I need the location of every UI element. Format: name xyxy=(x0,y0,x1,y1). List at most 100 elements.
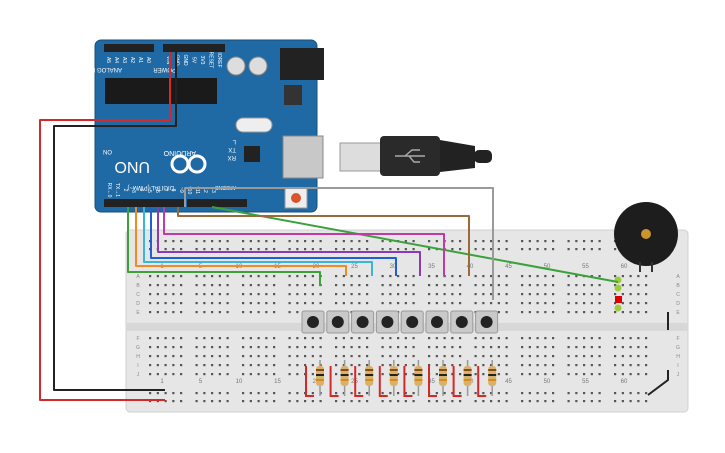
terminal-hole[interactable] xyxy=(621,302,624,305)
terminal-hole[interactable] xyxy=(521,355,524,358)
resistor-ground-wire[interactable] xyxy=(452,366,462,397)
terminal-hole[interactable] xyxy=(575,293,578,296)
terminal-hole[interactable] xyxy=(505,346,508,349)
power-rail-hole[interactable] xyxy=(335,400,338,403)
terminal-hole[interactable] xyxy=(521,337,524,340)
terminal-hole[interactable] xyxy=(226,275,229,278)
terminal-hole[interactable] xyxy=(242,275,245,278)
terminal-hole[interactable] xyxy=(288,311,291,314)
terminal-hole[interactable] xyxy=(350,373,353,376)
terminal-hole[interactable] xyxy=(404,337,407,340)
terminal-hole[interactable] xyxy=(358,373,361,376)
terminal-hole[interactable] xyxy=(645,311,648,314)
power-rail-hole[interactable] xyxy=(521,240,524,243)
terminal-hole[interactable] xyxy=(335,337,338,340)
digital-header-high[interactable] xyxy=(187,199,247,207)
power-rail-hole[interactable] xyxy=(358,240,361,243)
power-rail-hole[interactable] xyxy=(218,392,221,395)
power-rail-hole[interactable] xyxy=(335,392,338,395)
terminal-hole[interactable] xyxy=(381,373,384,376)
power-rail-hole[interactable] xyxy=(304,240,307,243)
resistor-ground-wire[interactable] xyxy=(477,366,487,397)
terminal-hole[interactable] xyxy=(180,284,183,287)
terminal-hole[interactable] xyxy=(459,293,462,296)
terminal-hole[interactable] xyxy=(590,355,593,358)
resistor-ground-wire[interactable] xyxy=(378,366,388,397)
power-rail-hole[interactable] xyxy=(521,248,524,251)
terminal-hole[interactable] xyxy=(629,355,632,358)
terminal-hole[interactable] xyxy=(459,275,462,278)
analog-header[interactable] xyxy=(104,44,154,52)
power-rail-hole[interactable] xyxy=(552,400,555,403)
power-rail-hole[interactable] xyxy=(203,392,206,395)
terminal-hole[interactable] xyxy=(265,364,268,367)
terminal-hole[interactable] xyxy=(598,373,601,376)
power-rail-hole[interactable] xyxy=(195,392,198,395)
power-rail-hole[interactable] xyxy=(358,392,361,395)
terminal-hole[interactable] xyxy=(218,346,221,349)
power-rail-hole[interactable] xyxy=(211,400,214,403)
terminal-hole[interactable] xyxy=(544,373,547,376)
terminal-hole[interactable] xyxy=(629,275,632,278)
terminal-hole[interactable] xyxy=(342,293,345,296)
terminal-hole[interactable] xyxy=(358,293,361,296)
power-rail-hole[interactable] xyxy=(474,400,477,403)
terminal-hole[interactable] xyxy=(451,337,454,340)
terminal-hole[interactable] xyxy=(366,275,369,278)
terminal-hole[interactable] xyxy=(203,346,206,349)
terminal-hole[interactable] xyxy=(249,311,252,314)
terminal-hole[interactable] xyxy=(304,293,307,296)
power-rail-hole[interactable] xyxy=(311,248,314,251)
terminal-hole[interactable] xyxy=(203,275,206,278)
terminal-hole[interactable] xyxy=(583,302,586,305)
terminal-hole[interactable] xyxy=(435,293,438,296)
power-rail-hole[interactable] xyxy=(590,392,593,395)
terminal-hole[interactable] xyxy=(528,293,531,296)
power-rail-hole[interactable] xyxy=(164,400,167,403)
power-rail-hole[interactable] xyxy=(296,240,299,243)
terminal-hole[interactable] xyxy=(195,275,198,278)
terminal-hole[interactable] xyxy=(249,284,252,287)
wire-pin-brown[interactable] xyxy=(177,207,470,276)
power-rail-hole[interactable] xyxy=(304,248,307,251)
resistor-ground-wire[interactable] xyxy=(428,366,437,397)
terminal-hole[interactable] xyxy=(164,311,167,314)
terminal-hole[interactable] xyxy=(544,337,547,340)
terminal-hole[interactable] xyxy=(629,302,632,305)
terminal-hole[interactable] xyxy=(257,284,260,287)
terminal-hole[interactable] xyxy=(629,293,632,296)
power-rail-hole[interactable] xyxy=(257,248,260,251)
power-rail-hole[interactable] xyxy=(443,392,446,395)
power-rail-hole[interactable] xyxy=(536,400,539,403)
terminal-hole[interactable] xyxy=(544,275,547,278)
power-rail-hole[interactable] xyxy=(575,240,578,243)
terminal-hole[interactable] xyxy=(226,337,229,340)
power-rail-hole[interactable] xyxy=(211,248,214,251)
power-rail-hole[interactable] xyxy=(490,400,493,403)
terminal-hole[interactable] xyxy=(249,364,252,367)
terminal-hole[interactable] xyxy=(195,302,198,305)
power-rail-hole[interactable] xyxy=(598,240,601,243)
power-rail-hole[interactable] xyxy=(164,392,167,395)
power-rail-hole[interactable] xyxy=(350,400,353,403)
terminal-hole[interactable] xyxy=(521,346,524,349)
terminal-hole[interactable] xyxy=(575,355,578,358)
terminal-hole[interactable] xyxy=(536,373,539,376)
power-rail-hole[interactable] xyxy=(350,392,353,395)
terminal-hole[interactable] xyxy=(311,373,314,376)
power-rail-hole[interactable] xyxy=(381,240,384,243)
terminal-hole[interactable] xyxy=(590,284,593,287)
terminal-hole[interactable] xyxy=(226,355,229,358)
wire-gnd-black[interactable] xyxy=(53,52,177,391)
terminal-hole[interactable] xyxy=(583,293,586,296)
terminal-hole[interactable] xyxy=(203,337,206,340)
terminal-hole[interactable] xyxy=(366,355,369,358)
terminal-hole[interactable] xyxy=(404,293,407,296)
terminal-hole[interactable] xyxy=(528,275,531,278)
terminal-hole[interactable] xyxy=(265,355,268,358)
terminal-hole[interactable] xyxy=(552,302,555,305)
terminal-hole[interactable] xyxy=(412,284,415,287)
power-rail-hole[interactable] xyxy=(590,400,593,403)
terminal-hole[interactable] xyxy=(335,293,338,296)
terminal-hole[interactable] xyxy=(389,355,392,358)
